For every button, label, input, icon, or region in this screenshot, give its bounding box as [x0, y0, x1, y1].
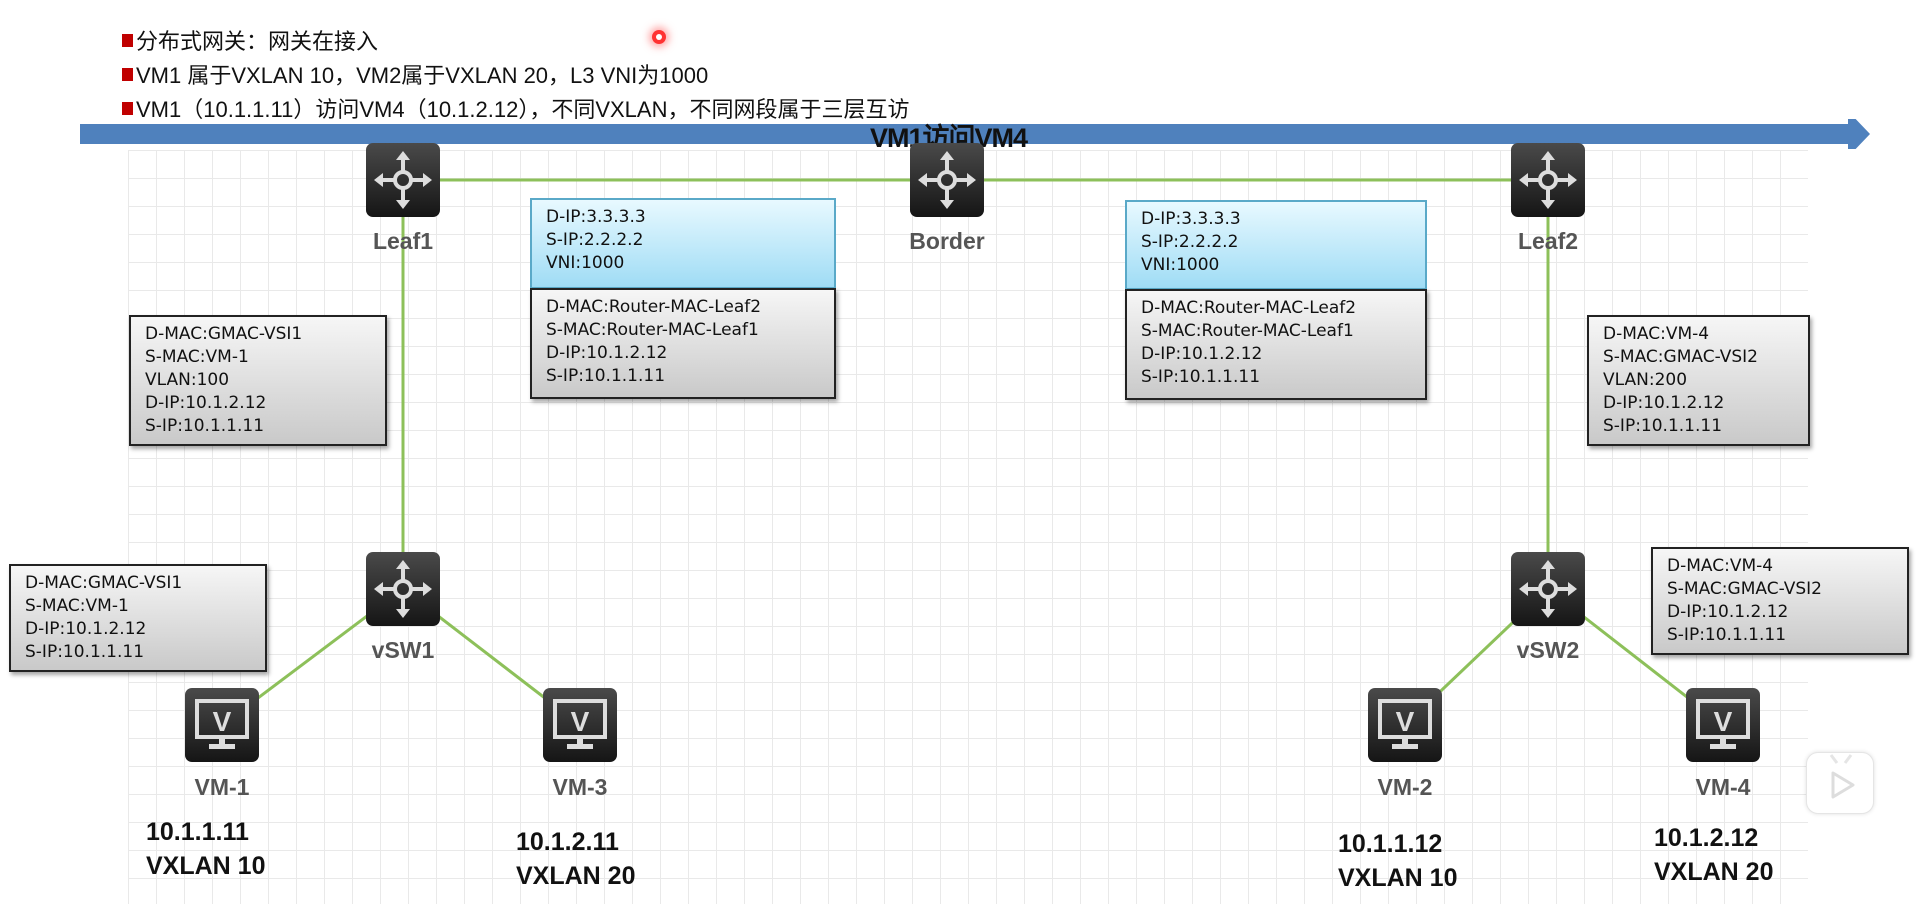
play-icon [1829, 754, 1855, 799]
flow-arrow [80, 119, 1870, 149]
vm3-monitor-icon[interactable] [543, 688, 617, 762]
packet-field: S-MAC:GMAC-VSI2 [1603, 347, 1758, 367]
vm2-monitor-icon[interactable] [1368, 688, 1442, 762]
leaf1-label: Leaf1 [372, 228, 434, 254]
vm1-label: VM-1 [194, 774, 250, 800]
grid-background [128, 150, 1808, 904]
vsw2-label: vSW2 [1516, 637, 1580, 663]
packet-field: D-IP:10.1.2.12 [145, 393, 267, 413]
packet-field: D-IP:3.3.3.3 [1141, 209, 1241, 229]
vm1-vxlan: VXLAN 10 [146, 852, 266, 880]
vm1-monitor-icon[interactable] [185, 688, 259, 762]
bullet-2: VM1 属于VXLAN 10，VM2属于VXLAN 20，L3 VNI为1000 [122, 58, 708, 90]
packet-field: D-IP:10.1.2.12 [25, 619, 147, 639]
packet-field: S-IP:10.1.1.11 [1667, 625, 1787, 645]
packet-field: S-MAC:Router-MAC-Leaf1 [546, 320, 759, 340]
packet-vsw1-to-leaf1: D-MAC:GMAC-VSI1 S-MAC:VM-1 VLAN:100 D-IP… [129, 315, 387, 446]
packet-field: VNI:1000 [546, 253, 625, 273]
vm2-vxlan: VXLAN 10 [1338, 864, 1458, 892]
packet-field: D-MAC:Router-MAC-Leaf2 [1141, 298, 1357, 318]
packet-field: S-IP:2.2.2.2 [1141, 232, 1239, 252]
packet-field: S-IP:2.2.2.2 [546, 230, 644, 250]
video-play-button[interactable] [1806, 752, 1874, 814]
bullet-text: VM1 属于VXLAN 10，VM2属于VXLAN 20，L3 VNI为1000 [136, 63, 709, 88]
vm4-monitor-icon[interactable] [1686, 688, 1760, 762]
packet-field: S-MAC:Router-MAC-Leaf1 [1141, 321, 1354, 341]
border-switch-icon[interactable] [910, 143, 984, 217]
packet-field: D-MAC:GMAC-VSI1 [25, 573, 183, 593]
packet-field: D-MAC:GMAC-VSI1 [145, 324, 303, 344]
vsw1-switch-icon[interactable] [366, 552, 440, 626]
packet-leaf2-to-vsw2: D-MAC:VM-4 S-MAC:GMAC-VSI2 VLAN:200 D-IP… [1587, 315, 1810, 446]
vm1-ip: 10.1.1.11 [146, 818, 249, 846]
vm2-label: VM-2 [1377, 774, 1433, 800]
vm3-label: VM-3 [552, 774, 608, 800]
packet-field: D-IP:10.1.2.12 [1141, 344, 1263, 364]
vm4-vxlan: VXLAN 20 [1654, 858, 1774, 886]
packet-field: VLAN:100 [145, 370, 230, 390]
packet-border-inner-header: D-MAC:Router-MAC-Leaf2 S-MAC:Router-MAC-… [1125, 289, 1427, 400]
bullet-text: 分布式网关：网关在接入 [136, 29, 379, 54]
bullet-3: VM1（10.1.1.11）访问VM4（10.1.2.12），不同VXLAN，不… [122, 92, 909, 124]
leaf1-switch-icon[interactable] [366, 143, 440, 217]
packet-leaf1-inner-header: D-MAC:Router-MAC-Leaf2 S-MAC:Router-MAC-… [530, 288, 836, 399]
packet-field: S-IP:10.1.1.11 [1603, 416, 1723, 436]
bullet-text: VM1（10.1.1.11）访问VM4（10.1.2.12），不同VXLAN，不… [136, 97, 910, 122]
packet-vm1-to-vsw1: D-MAC:GMAC-VSI1 S-MAC:VM-1 D-IP:10.1.2.1… [9, 564, 267, 672]
packet-field: S-IP:10.1.1.11 [145, 416, 265, 436]
bullet-1: 分布式网关：网关在接入 [122, 24, 378, 56]
packet-leaf1-outer-header: D-IP:3.3.3.3 S-IP:2.2.2.2 VNI:1000 [530, 198, 836, 289]
border-label: Border [909, 228, 985, 254]
leaf2-switch-icon[interactable] [1511, 143, 1585, 217]
packet-field: D-IP:10.1.2.12 [1603, 393, 1725, 413]
packet-field: S-IP:10.1.1.11 [25, 642, 145, 662]
vsw2-switch-icon[interactable] [1511, 552, 1585, 626]
packet-field: D-MAC:VM-4 [1667, 556, 1774, 576]
packet-field: S-IP:10.1.1.11 [1141, 367, 1261, 387]
packet-field: D-IP:10.1.2.12 [546, 343, 668, 363]
packet-vsw2-to-vm4: D-MAC:VM-4 S-MAC:GMAC-VSI2 D-IP:10.1.2.1… [1651, 547, 1909, 655]
laser-pointer-icon [652, 30, 666, 44]
bullet-square-icon [122, 33, 133, 47]
packet-field: S-IP:10.1.1.11 [546, 366, 666, 386]
packet-field: D-MAC:Router-MAC-Leaf2 [546, 297, 762, 317]
vm2-ip: 10.1.1.12 [1338, 830, 1443, 858]
packet-field: D-MAC:VM-4 [1603, 324, 1710, 344]
vsw1-label: vSW1 [371, 637, 435, 663]
packet-field: D-IP:10.1.2.12 [1667, 602, 1789, 622]
packet-field: S-MAC:GMAC-VSI2 [1667, 579, 1822, 599]
vm3-ip: 10.1.2.11 [516, 828, 619, 856]
packet-field: S-MAC:VM-1 [25, 596, 129, 616]
bullet-square-icon [122, 101, 133, 115]
packet-field: VLAN:200 [1603, 370, 1688, 390]
vm4-ip: 10.1.2.12 [1654, 824, 1759, 852]
vm4-label: VM-4 [1695, 774, 1751, 800]
packet-field: VNI:1000 [1141, 255, 1220, 275]
vm3-vxlan: VXLAN 20 [516, 862, 636, 890]
packet-field: S-MAC:VM-1 [145, 347, 249, 367]
leaf2-label: Leaf2 [1517, 228, 1579, 254]
bullet-square-icon [122, 67, 133, 81]
packet-border-outer-header: D-IP:3.3.3.3 S-IP:2.2.2.2 VNI:1000 [1125, 200, 1427, 290]
packet-field: D-IP:3.3.3.3 [546, 207, 646, 227]
